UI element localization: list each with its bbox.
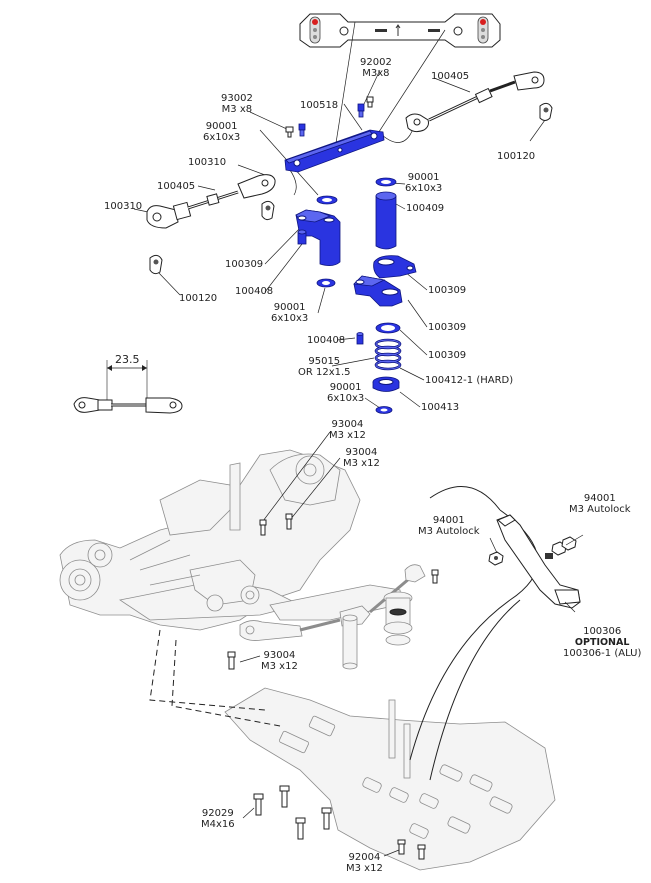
callout-100405-top: 100405 [431, 71, 470, 82]
dashed-alignment [149, 629, 281, 727]
callout-100412: 100412-1 (HARD) [425, 375, 514, 386]
top-strip-diagram [299, 13, 501, 48]
bellcrank-stack-right [353, 177, 417, 414]
callout-100120-right: 100120 [497, 151, 536, 162]
turnbuckle-dimension [73, 360, 183, 414]
callout-100309-a: 100309 [225, 259, 264, 270]
tie-rod-left [146, 174, 276, 275]
bottom-screws [239, 431, 426, 860]
callout-100309-b: 100309 [428, 285, 467, 296]
callout-100408-a: 100408 [235, 286, 274, 297]
screws-top [285, 96, 374, 138]
steering-link-100518 [284, 129, 385, 173]
callout-100408-b: 100408 [307, 335, 346, 346]
dimension-value: 23.5 [115, 353, 140, 366]
callout-100310-a: 100310 [188, 157, 227, 168]
callout-100409: 100409 [406, 203, 445, 214]
bracket-100306 [429, 485, 584, 613]
callout-100518: 100518 [300, 100, 339, 111]
chassis-ghost [59, 449, 556, 871]
callout-100309-c: 100309 [428, 322, 467, 333]
callout-100413: 100413 [421, 402, 460, 413]
leader-lines [133, 21, 546, 409]
tie-rod-right [405, 71, 553, 133]
callout-100120-left: 100120 [179, 293, 218, 304]
callout-100405-left: 100405 [157, 181, 196, 192]
callout-100306: 100306 OPTIONAL 100306-1 (ALU) [563, 626, 642, 659]
callout-100310-b: 100310 [104, 201, 143, 212]
callout-100309-d: 100309 [428, 350, 467, 361]
bellcrank-left [295, 195, 341, 288]
